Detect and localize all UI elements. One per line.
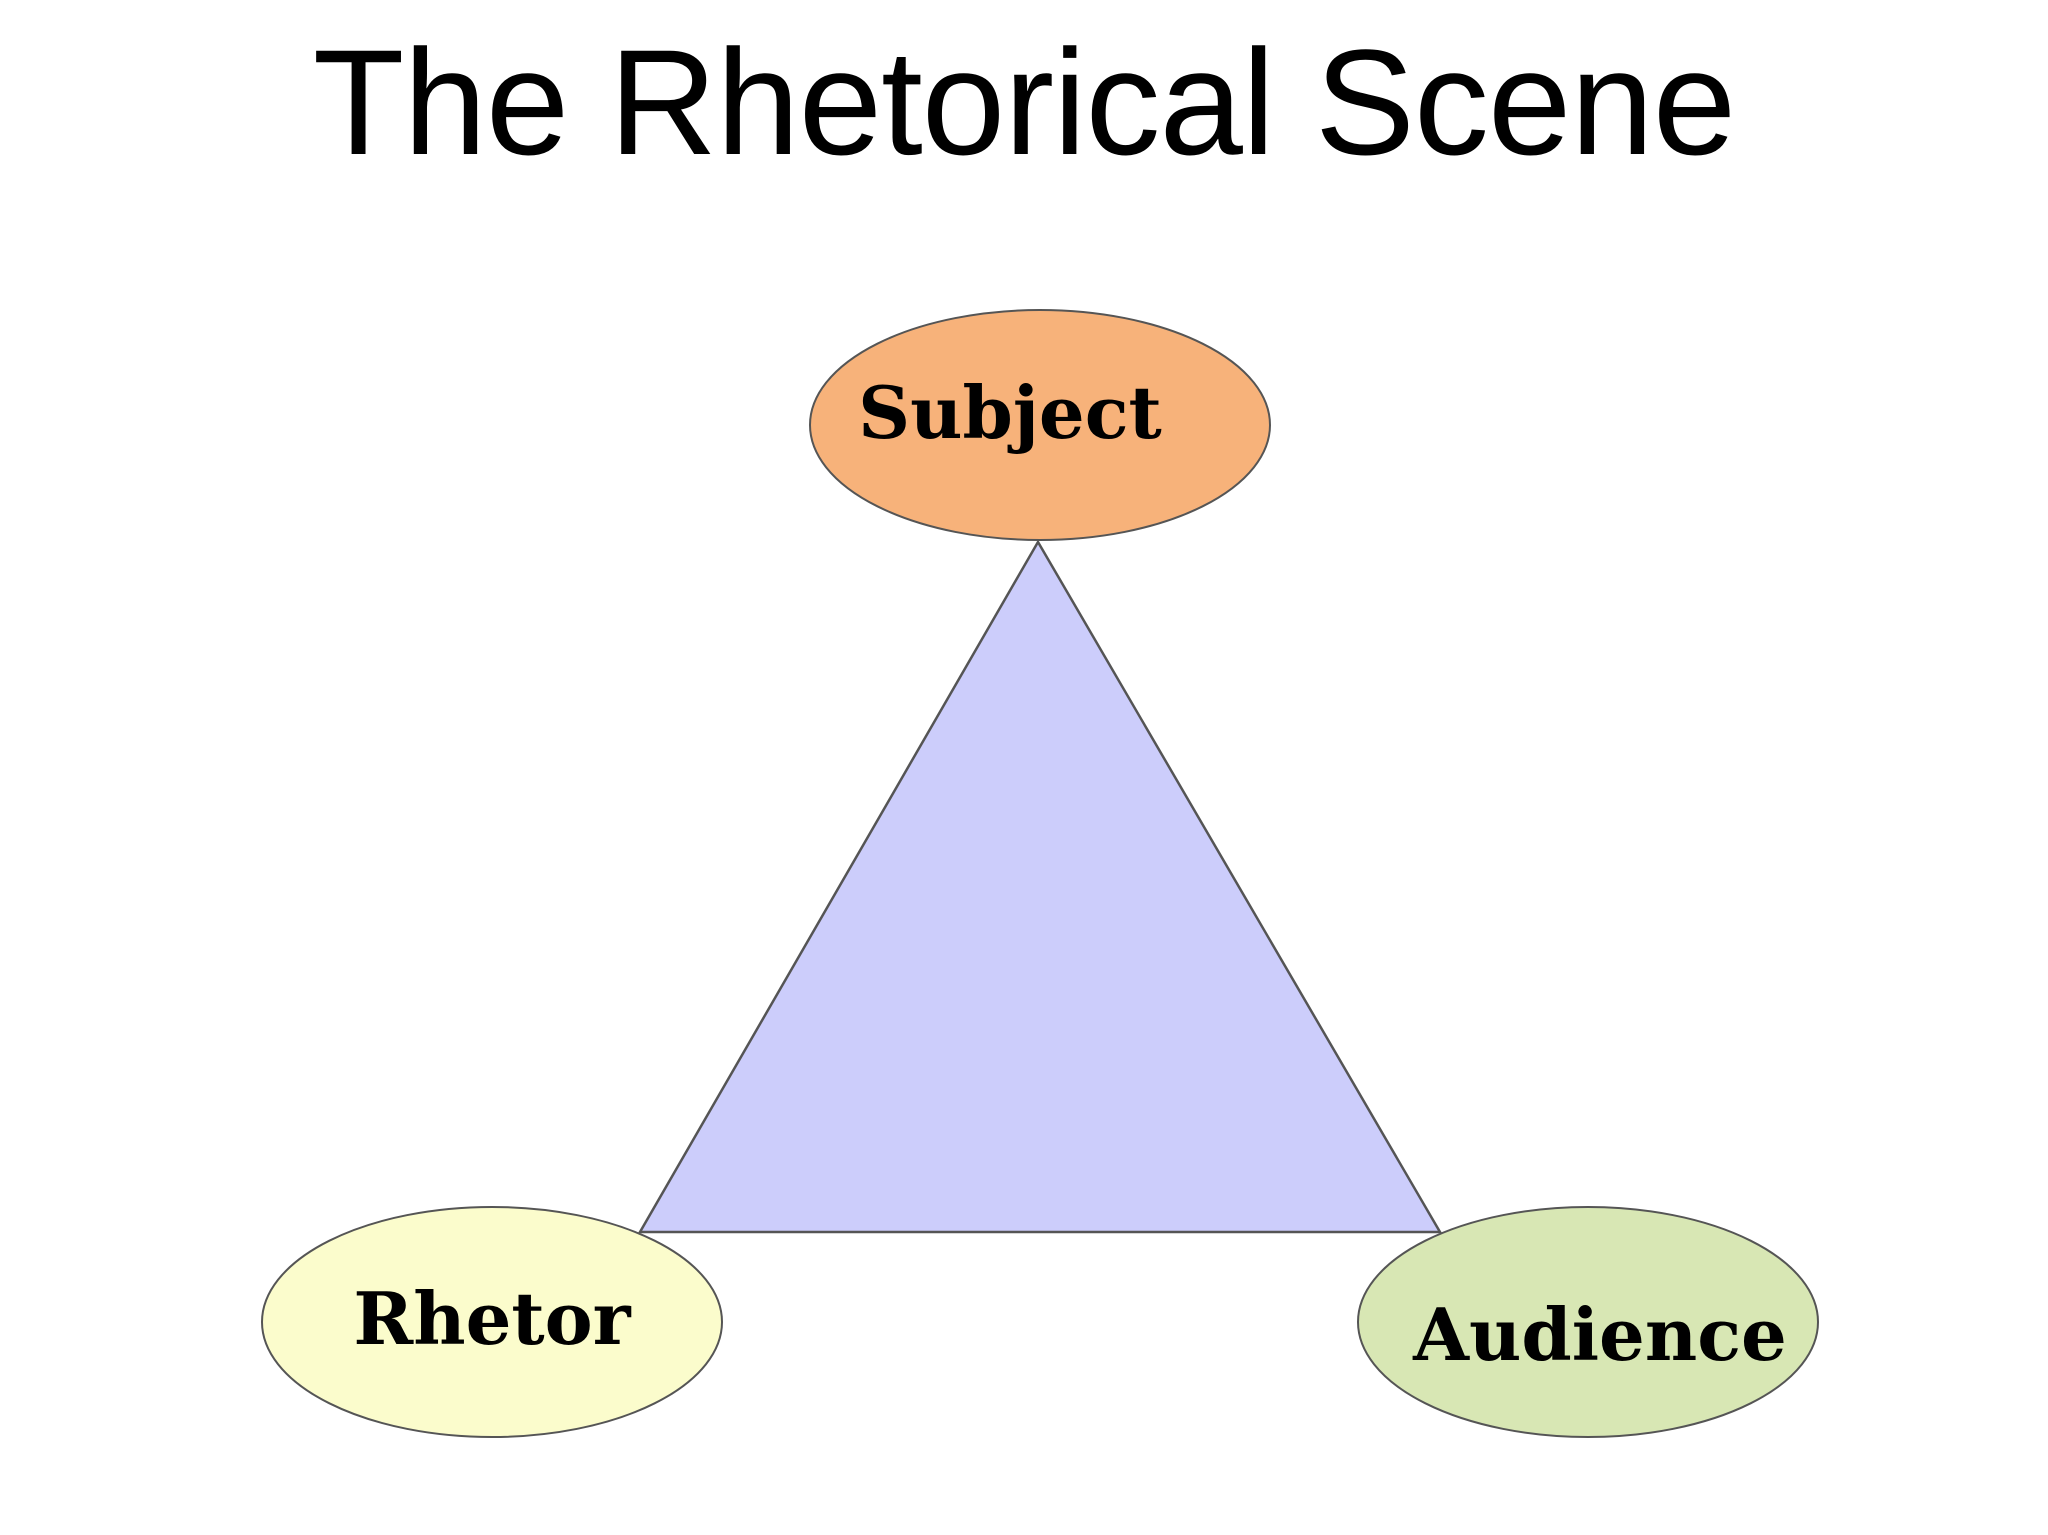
rhetor-label: Rhetor (353, 1276, 631, 1361)
subject-ellipse (809, 309, 1271, 541)
rhetor-ellipse (261, 1206, 723, 1438)
slide-title: The Rhetorical Scene (312, 18, 1736, 186)
subject-label: Subject (858, 370, 1162, 455)
subject-node: Subject (809, 309, 1271, 541)
rhetorical-triangle (637, 539, 1443, 1234)
audience-node: Audience (1357, 1206, 1819, 1438)
audience-ellipse (1357, 1206, 1819, 1438)
rhetor-node: Rhetor (261, 1206, 723, 1438)
audience-label: Audience (1412, 1292, 1787, 1377)
